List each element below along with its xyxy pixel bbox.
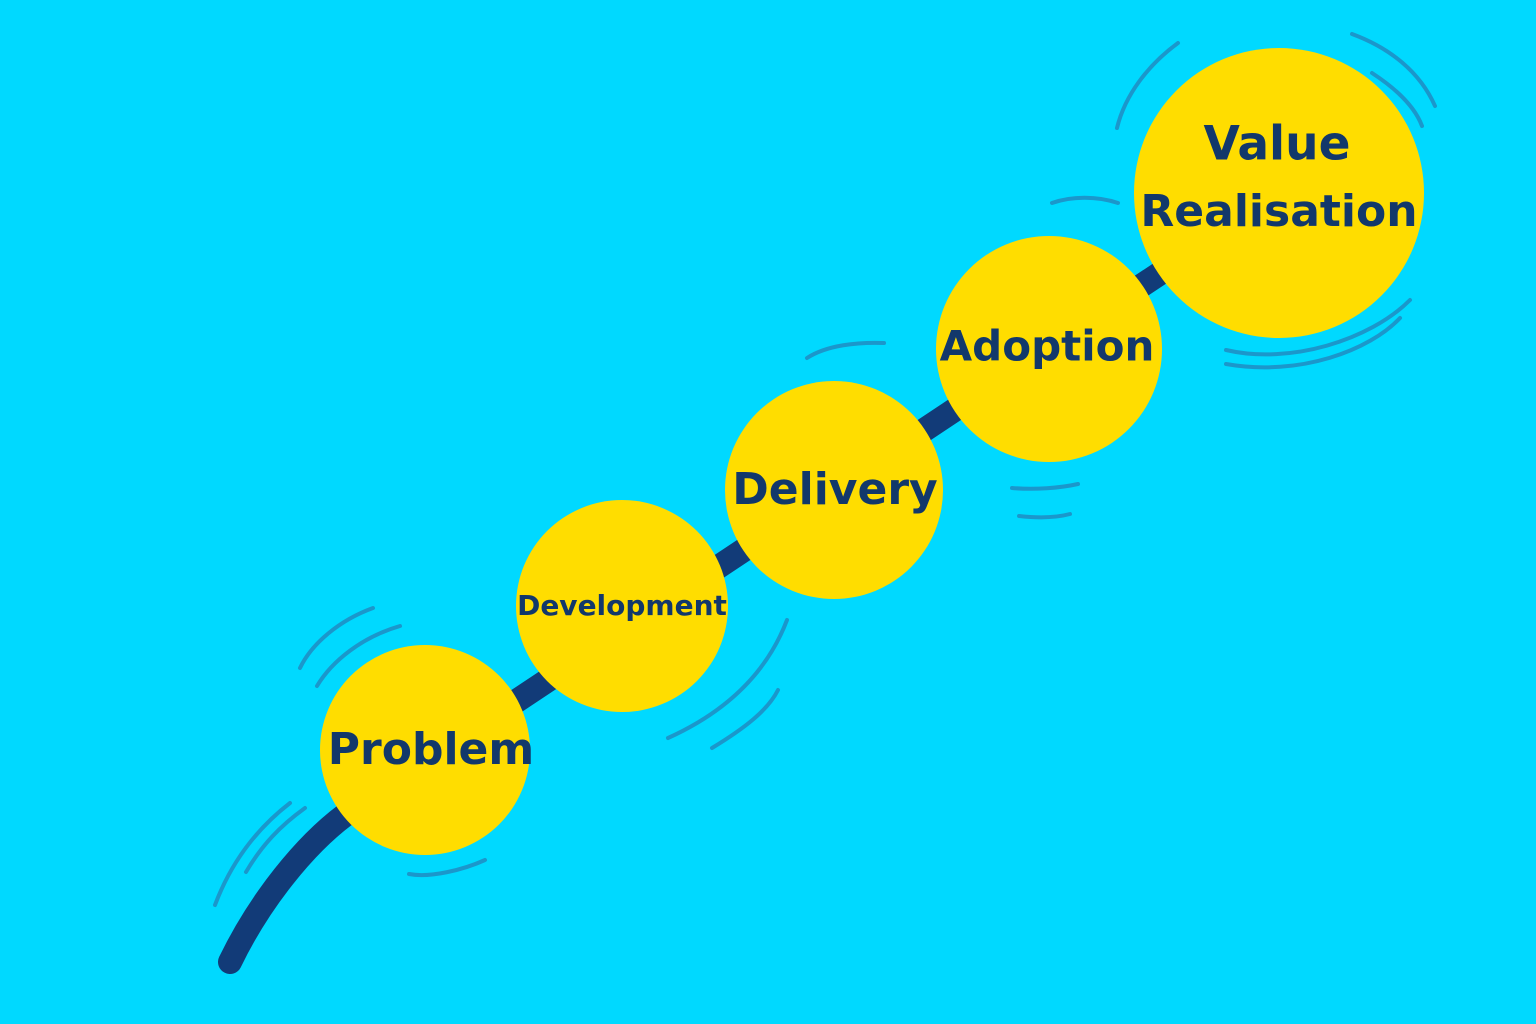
stage-circle-delivery [725, 381, 943, 599]
stage-circle-development [516, 500, 728, 712]
motion-lines [213, 32, 1437, 907]
stage-circle-adoption [936, 236, 1162, 462]
stage-label-adoption: Adoption [940, 322, 1155, 371]
progress-path [218, 258, 1177, 974]
stage-circle-value-realisation [1134, 48, 1424, 338]
stage-label-problem: Problem [328, 724, 534, 775]
stage-label-realisation: Realisation [1140, 186, 1417, 237]
stage-label-development: Development [517, 589, 727, 622]
stage-label-value: Value [1204, 117, 1351, 172]
stage-label-delivery: Delivery [732, 464, 937, 515]
stage-circle-problem [320, 645, 530, 855]
